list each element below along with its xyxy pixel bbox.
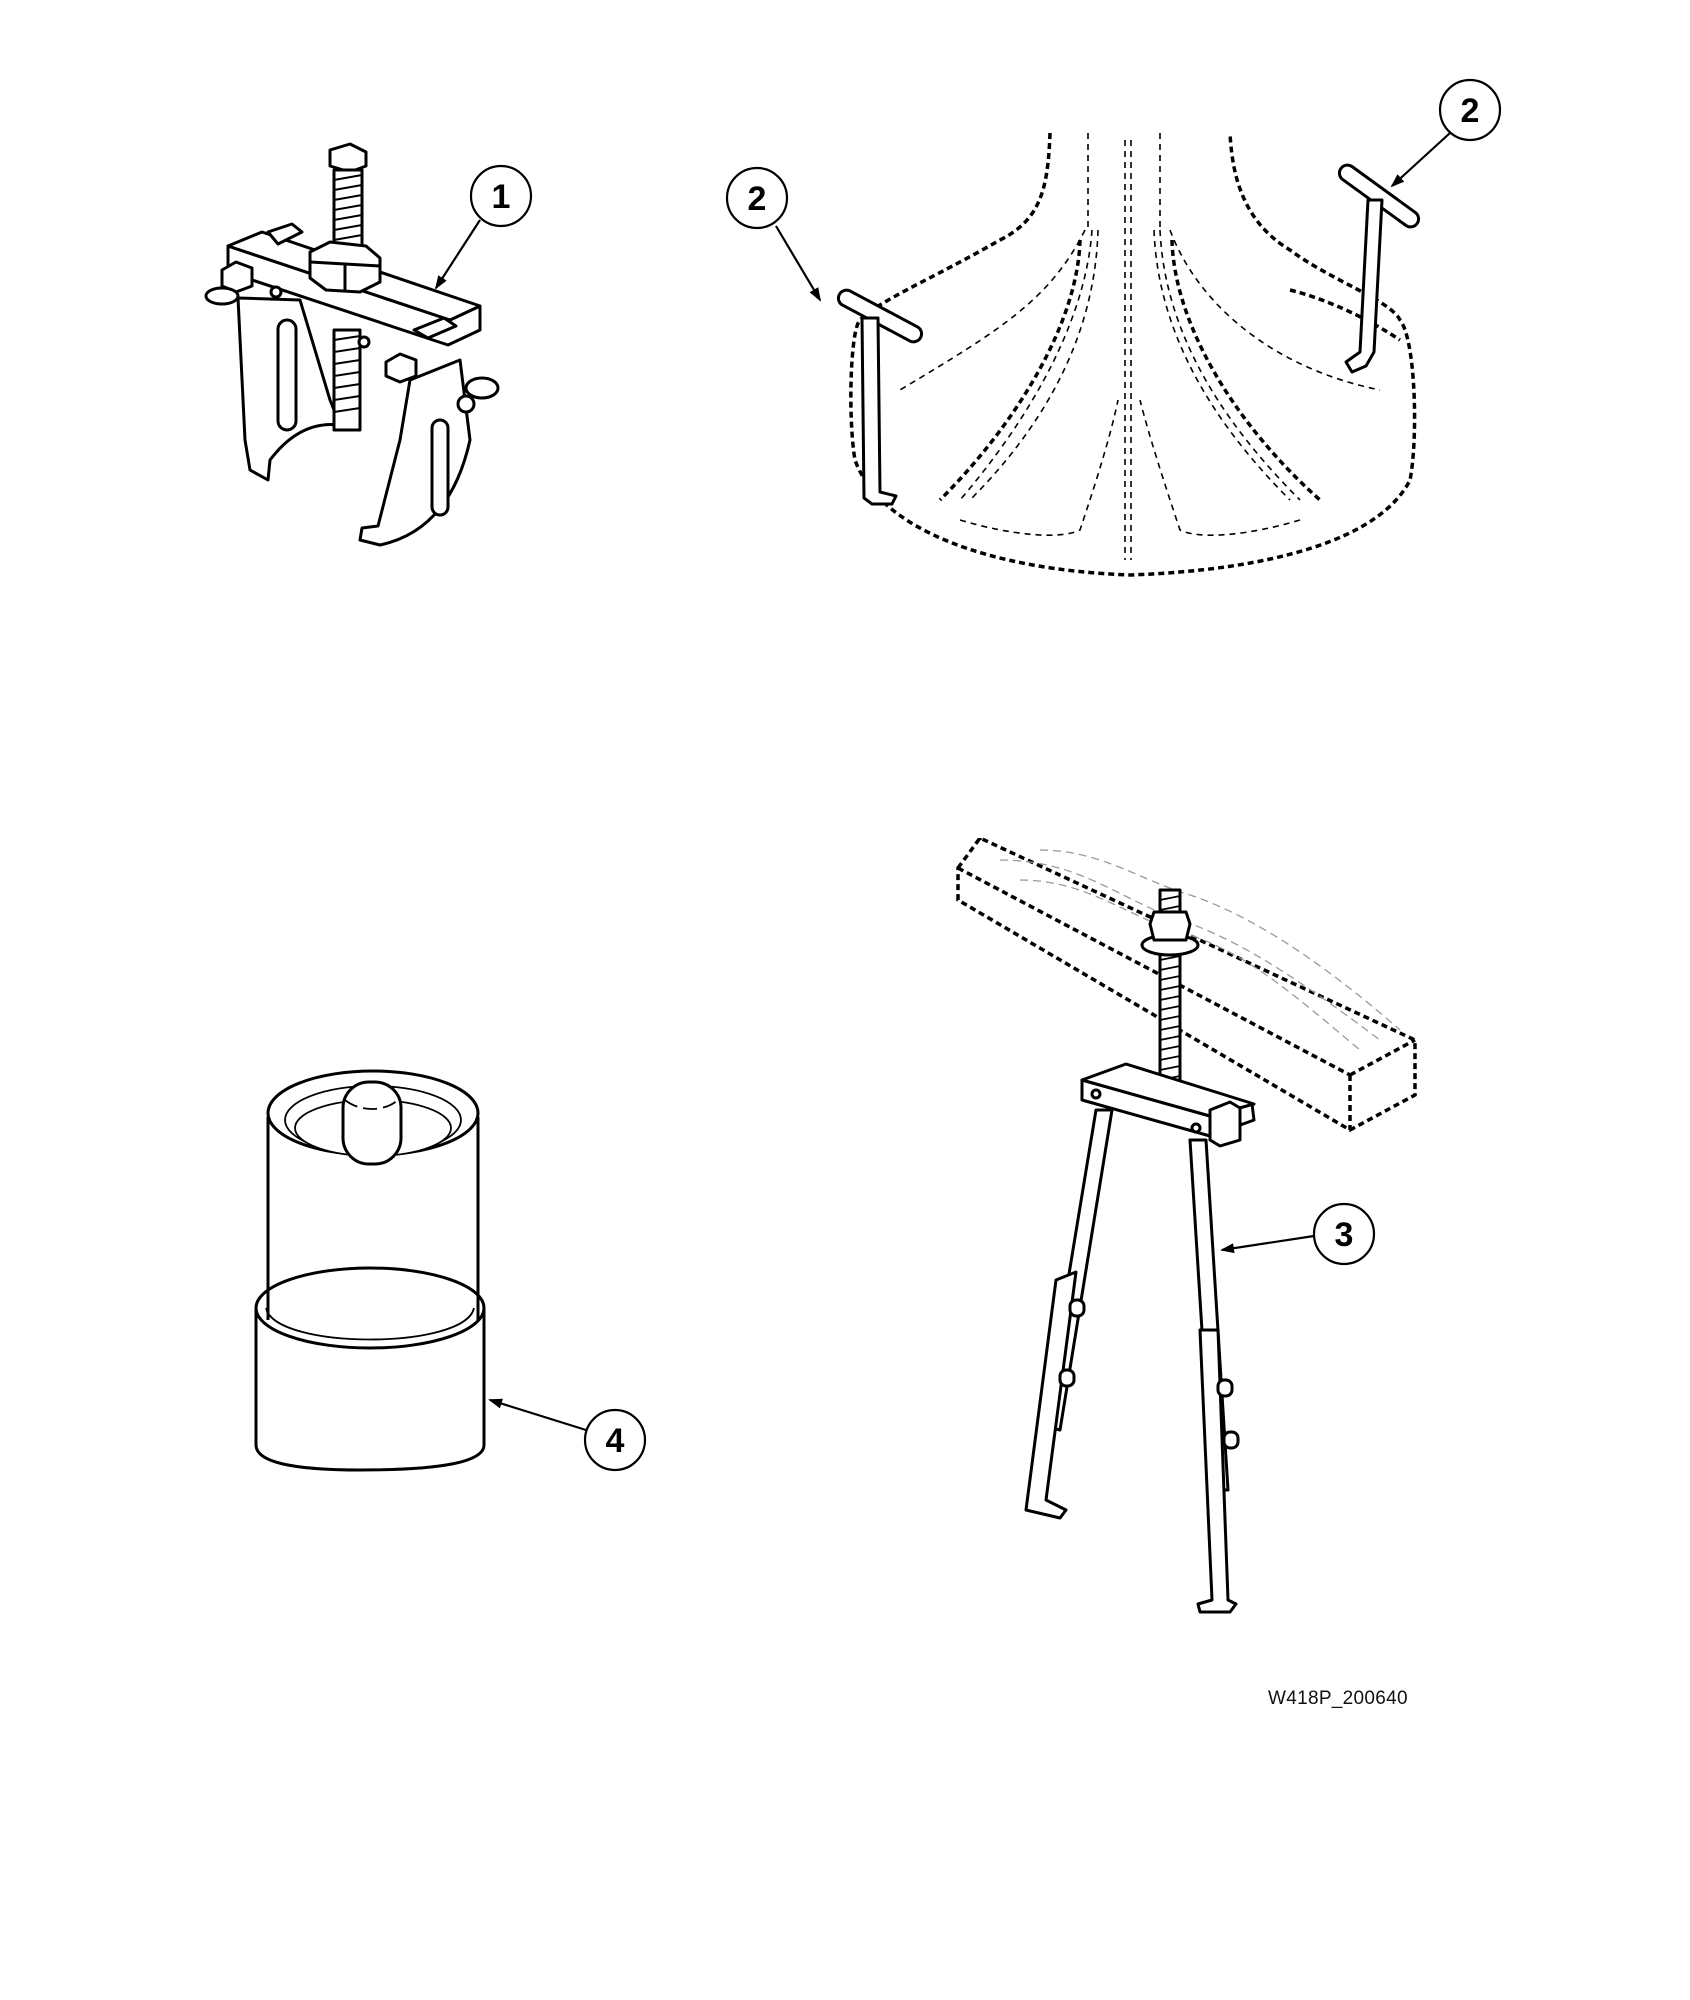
callout-number-1: 1 (492, 178, 511, 216)
callout-circle (583, 1408, 647, 1472)
agitator-ghost-outline (849, 132, 1417, 577)
callout-number-2-left: 2 (748, 180, 767, 218)
wood-grain-lines (999, 849, 1401, 1051)
callout-circle (1438, 78, 1502, 142)
callout-number-3: 3 (1335, 1216, 1354, 1254)
callout-number-4: 4 (606, 1422, 625, 1460)
callout-circle (1312, 1202, 1376, 1266)
puller-tool-illustration (204, 142, 500, 547)
wood-board-ghost (956, 835, 1417, 1133)
callout-1: 1 (469, 164, 533, 228)
leader-lines (434, 132, 1451, 1432)
callout-3: 3 (1312, 1202, 1376, 1266)
callout-circle (469, 164, 533, 228)
tripod-puller-illustration (1024, 888, 1256, 1614)
callout-2-left: 2 (725, 166, 789, 230)
callout-number-2-right: 2 (1461, 92, 1480, 130)
figure-reference-code: W418P_200640 (1268, 1688, 1408, 1709)
driver-cup-illustration (254, 1069, 486, 1472)
pin-tool-right-illustration (1337, 163, 1421, 374)
callout-4: 4 (583, 1408, 647, 1472)
pin-tool-left-illustration (836, 288, 924, 506)
callout-2-right: 2 (1438, 78, 1502, 142)
callout-circle (725, 166, 789, 230)
